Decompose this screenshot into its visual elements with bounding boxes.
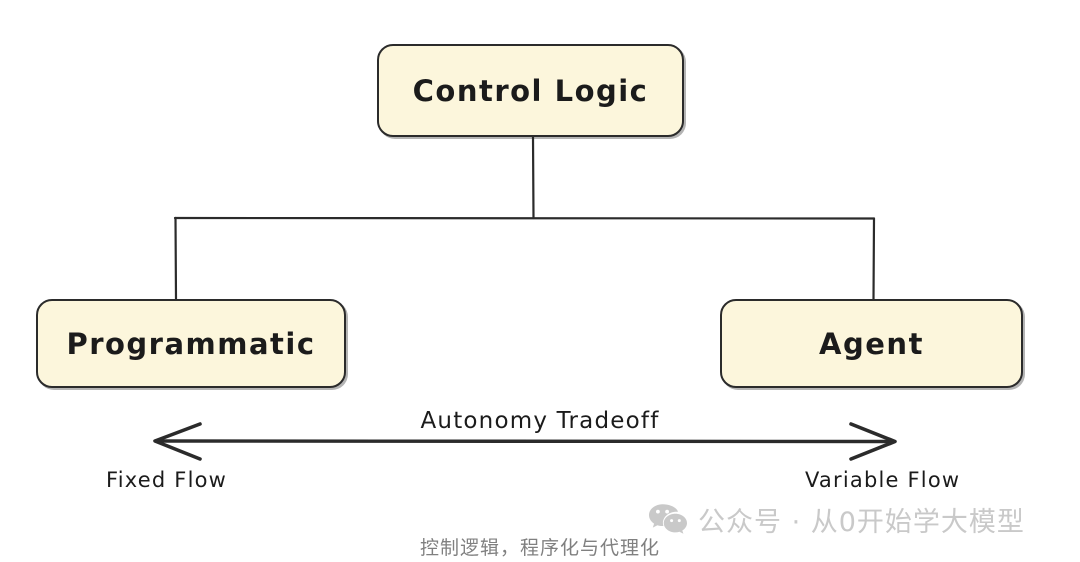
arrow-shaft — [155, 439, 895, 444]
node-control-logic-label: Control Logic — [412, 73, 649, 108]
node-programmatic[interactable]: Programmatic — [36, 299, 346, 388]
watermark-text: 公众号 · 从0开始学大模型 — [698, 507, 1025, 538]
wechat-icon — [649, 504, 687, 534]
node-agent-label: Agent — [819, 326, 924, 361]
connector-to-agent — [872, 217, 876, 301]
node-programmatic-label: Programmatic — [66, 326, 316, 361]
arrow-head-right — [849, 422, 897, 461]
tree-connectors — [173, 135, 876, 301]
diagram-caption: 控制逻辑，程序化与代理化 — [419, 537, 660, 559]
axis-label-variable-flow: Variable Flow — [805, 468, 961, 492]
axis-label-fixed-flow: Fixed Flow — [106, 468, 228, 492]
node-agent[interactable]: Agent — [720, 299, 1023, 388]
node-control-logic[interactable]: Control Logic — [377, 44, 684, 137]
arrow-head-left — [153, 422, 202, 461]
autonomy-axis-arrow — [153, 422, 897, 461]
connector-bar — [173, 216, 876, 220]
connector-stem — [531, 135, 535, 220]
connector-to-programmatic — [174, 216, 178, 301]
axis-title-autonomy-tradeoff: Autonomy Tradeoff — [420, 408, 660, 434]
watermark: 公众号 · 从0开始学大模型 — [648, 500, 1025, 539]
